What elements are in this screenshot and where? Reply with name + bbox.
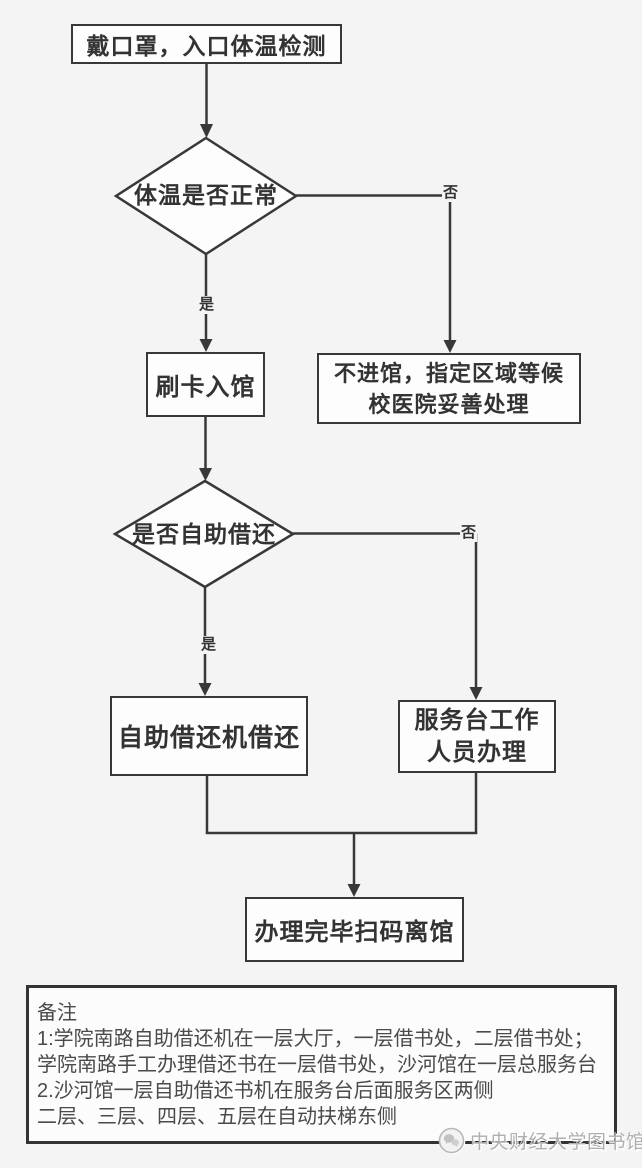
- end-node-label: 办理完毕扫码离馆: [254, 919, 455, 946]
- arrowhead-decision2: [199, 468, 212, 481]
- decision1-label: 体温是否正常: [134, 182, 278, 208]
- start-node: 戴口罩，入口体温检测: [71, 24, 342, 64]
- branch-no1-label: 否: [442, 184, 460, 202]
- arrowhead-desk: [469, 687, 483, 700]
- notes-line-2: 学院南路手工办理借还书在一层借书处，沙河馆在一层总服务台: [37, 1054, 597, 1076]
- process-desk-node: 服务台工作 人员办理: [398, 700, 556, 773]
- arrowhead-decision1: [200, 124, 213, 138]
- watermark-text: 中央财经大学图书馆: [470, 1131, 642, 1153]
- process-enter-node: 刷卡入馆: [146, 352, 265, 417]
- process-enter-label: 刷卡入馆: [155, 374, 256, 401]
- wechat-account-logo-icon: [438, 1127, 465, 1153]
- start-node-label: 戴口罩，入口体温检测: [86, 33, 327, 59]
- branch-yes2-label: 是: [200, 636, 218, 654]
- notes-line-1: 1:学院南路自助借还机在一层大厅，一层借书处，二层借书处；: [37, 1028, 594, 1050]
- notes-line-4: 二层、三层、四层、五层在自动扶梯东侧: [37, 1106, 397, 1128]
- process-desk-line2: 人员办理: [427, 738, 527, 766]
- decision2-label: 是否自助借还: [132, 521, 276, 547]
- branch-no2-label: 否: [460, 524, 478, 542]
- process-self-machine-node: 自助借还机借还: [110, 696, 308, 776]
- arrowhead-enter: [199, 339, 213, 352]
- notes-box: 备注 1:学院南路自助借还机在一层大厅，一层借书处，二层借书处； 学院南路手工办…: [26, 985, 617, 1144]
- notes-line-3: 2.沙河馆一层自助借还书机在服务台后面服务区两侧: [37, 1080, 494, 1102]
- process-desk-line1: 服务台工作: [414, 706, 540, 734]
- arrowhead-self: [198, 683, 212, 696]
- arrowhead-end: [347, 884, 361, 897]
- branch-yes1-label: 是: [198, 296, 216, 314]
- process-no-entry-node: 不进馆，指定区域等候 校医院妥善处理: [317, 353, 581, 424]
- process-no-entry-line2: 校医院妥善处理: [368, 391, 530, 417]
- process-self-machine-label: 自助借还机借还: [117, 724, 300, 752]
- end-node: 办理完毕扫码离馆: [245, 897, 464, 962]
- notes-title: 备注: [37, 1002, 77, 1024]
- watermark: 中央财经大学图书馆: [438, 1122, 642, 1158]
- process-no-entry-line1: 不进馆，指定区域等候: [333, 360, 564, 386]
- arrowhead-noentry: [443, 340, 457, 353]
